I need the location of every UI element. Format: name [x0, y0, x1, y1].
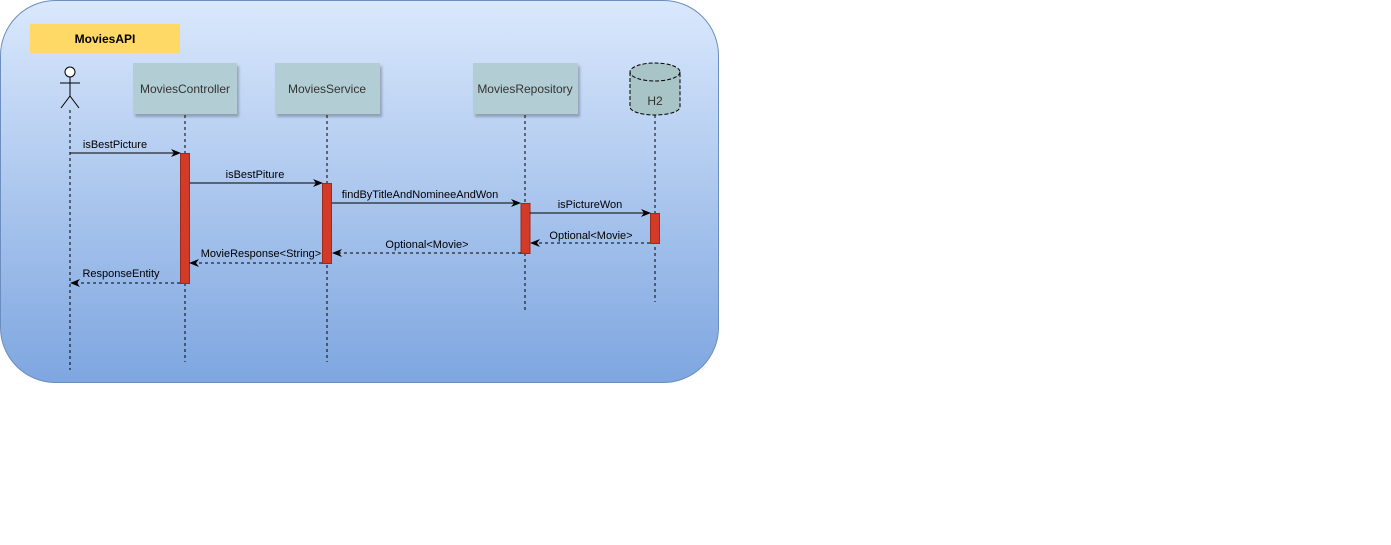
participant-repository: MoviesRepository	[473, 63, 578, 114]
actor-icon	[60, 66, 80, 109]
participant-label: MoviesRepository	[477, 82, 572, 96]
frame-title-badge: MoviesAPI	[30, 24, 180, 53]
message-label: MovieResponse<String>	[201, 248, 321, 260]
participant-label: H2	[647, 94, 663, 108]
activations	[180, 153, 660, 284]
message-label: ResponseEntity	[82, 268, 160, 280]
message-label: Optional<Movie>	[385, 239, 468, 251]
message-label: findByTitleAndNomineeAndWon	[342, 189, 499, 201]
activation-controller	[180, 153, 190, 284]
participant-label: MoviesController	[140, 82, 230, 96]
frame-title: MoviesAPI	[75, 32, 136, 46]
activation-h2	[650, 213, 660, 244]
messages: isBestPicture isBestPiture findByTitleAn…	[70, 139, 651, 287]
message-label: isPictureWon	[558, 199, 623, 211]
participant-controller: MoviesController	[133, 63, 237, 114]
activation-repository	[520, 203, 531, 254]
participant-service: MoviesService	[275, 63, 380, 114]
message-label: Optional<Movie>	[549, 230, 632, 242]
activation-service	[322, 183, 332, 264]
message-label: isBestPicture	[83, 139, 147, 151]
database-h2: H2	[629, 62, 681, 116]
message-label: isBestPiture	[226, 169, 285, 181]
database-icon	[629, 72, 681, 116]
participant-label: MoviesService	[288, 82, 366, 96]
